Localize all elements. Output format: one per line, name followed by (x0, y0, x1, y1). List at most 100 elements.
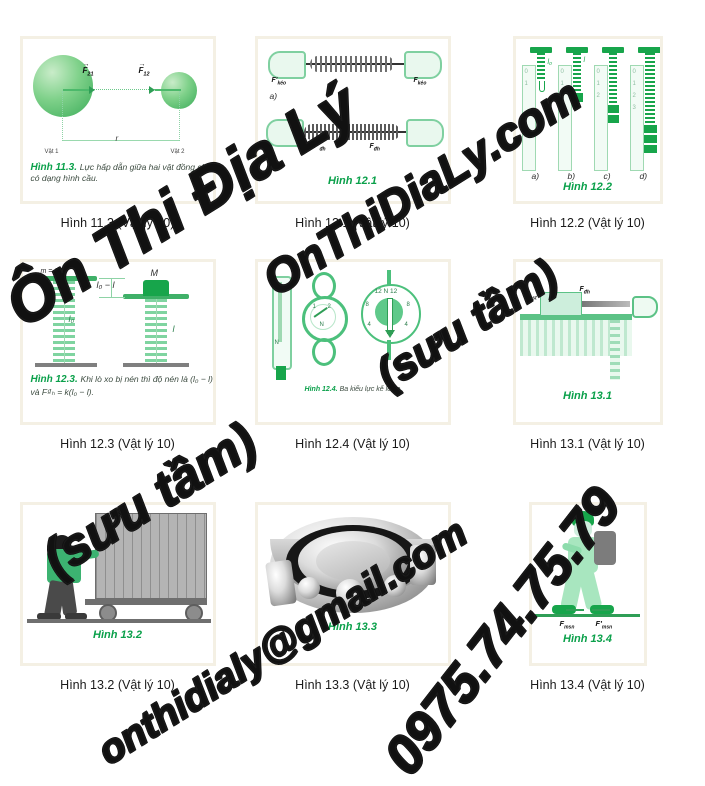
student-torso (567, 537, 598, 573)
figure-title-12-3-text: Hình 12.3. (30, 374, 78, 385)
hook-a (538, 81, 545, 92)
figure-title-13-3: Hình 13.3 (328, 621, 377, 633)
figure-title-13-1: Hình 13.1 (563, 390, 612, 402)
label-m: m = 0 (40, 268, 59, 275)
subfigure-a: 0 1 l₀ a) (521, 43, 558, 181)
ring-dial-num-1: 1 (312, 304, 316, 310)
figure-art-spring-stretch-set: 0 1 l₀ a) 0 1 l b) (516, 39, 660, 201)
figure-cell-hinh-11-3[interactable]: → F21 → F12 r Vật 1 Vật 2 Hình 11. (0, 0, 235, 241)
ground-right (122, 363, 189, 367)
force-axis-left (62, 89, 93, 91)
figure-caption-12-4-text: Ba kiểu lực kế lò xo (339, 386, 401, 393)
figure-title-13-2: Hình 13.2 (93, 629, 142, 641)
dial-num-left-8: 8 (365, 302, 369, 308)
plate-right (122, 294, 189, 299)
label-part-a-12-2: a) (531, 171, 540, 181)
label-f12-sub: 12 (143, 71, 150, 78)
ruler-d (629, 65, 644, 171)
ruler-c-num-2: 2 (596, 93, 600, 99)
figure-art-ball-bearing: Hình 13.3 (258, 505, 448, 663)
ground-13-2 (26, 619, 211, 623)
student-shoe-back (551, 605, 576, 614)
tube-dynamometer (271, 276, 292, 370)
bearing-ball-2 (297, 577, 320, 599)
caption-hinh-13-4: Hình 13.4 (Vật lý 10) (530, 678, 645, 692)
label-f-mst-symbol: F (523, 292, 528, 299)
ground-left (34, 363, 97, 367)
label-l0-a: l₀ (547, 59, 553, 66)
bearing-cutaway-right (409, 545, 436, 585)
figure-cell-hinh-13-3[interactable]: Hình 13.3 Hình 13.3 (Vật lý 10) (235, 482, 470, 722)
ring-dial-num-n: N (319, 322, 324, 328)
label-f-keo-left-sub: kéo (277, 80, 287, 87)
figure-cell-hinh-13-4[interactable]: Fmsn F'msn Hình 13.4 Hình 13.4 (Vật lý 1… (470, 482, 705, 722)
figure-art-gravity-spheres: → F21 → F12 r Vật 1 Vật 2 Hình 11. (23, 39, 213, 201)
hand-left-a (267, 51, 306, 79)
figure-panel-hinh-12-3: m = 0 l₀ M l l₀ − l Hình 12.3. Khi lò xo… (19, 259, 216, 425)
ring-bottom-hook (311, 338, 336, 366)
label-part-b: b) (269, 155, 278, 165)
label-f-dh-right-symbol: F (369, 143, 374, 150)
label-f12: → F12 (138, 61, 150, 78)
figure-cell-hinh-12-3[interactable]: m = 0 l₀ M l l₀ − l Hình 12.3. Khi lò xo… (0, 241, 235, 482)
tube-weight (275, 366, 286, 380)
figure-cell-hinh-12-1[interactable]: F'kéo Fkéo a) F'đh Fđh b) Hình 12.1 (235, 0, 470, 241)
bracket-a (529, 47, 552, 53)
distance-line (62, 140, 179, 142)
dial-needle (386, 298, 393, 334)
label-f21-sub: 21 (87, 71, 94, 78)
figure-panel-hinh-12-2: 0 1 l₀ a) 0 1 l b) (512, 36, 663, 204)
label-part-b-12-2: b) (567, 171, 576, 181)
label-M: M (150, 268, 159, 278)
bearing-cutaway-left (264, 559, 297, 607)
friction-arrow-left (565, 609, 584, 611)
label-f-msn-prime: F'msn (596, 619, 613, 631)
figure-panel-hinh-12-4: N 1 2 N 12 N 12 8 8 4 (254, 259, 451, 425)
dropline-left (62, 91, 63, 141)
ruler-a-num-1: 1 (524, 81, 528, 87)
figure-cell-hinh-12-4[interactable]: N 1 2 N 12 N 12 8 8 4 (235, 241, 470, 482)
figure-title-12-1: Hình 12.1 (328, 175, 377, 187)
caption-hinh-12-3: Hình 12.3 (Vật lý 10) (60, 437, 175, 451)
label-f-dh-left-sub: đh (319, 146, 326, 153)
tube-scale (277, 282, 282, 342)
dial-stem-bottom (386, 340, 391, 360)
ruler-b (557, 65, 572, 171)
label-f-keo-left: F'kéo (272, 77, 287, 86)
figure-art-man-pushing-cart: Hình 13.2 (23, 505, 213, 663)
label-f-keo-right-sub: kéo (417, 80, 427, 87)
label-f21: → F21 (82, 61, 94, 78)
label-f-dh-13-1-sub: đh (583, 289, 590, 296)
delta-top (98, 278, 125, 280)
subfigure-d: 0 1 2 3 d) (629, 43, 660, 181)
label-part-c-12-2: c) (603, 171, 611, 181)
bracket-d (637, 47, 660, 53)
cart-crate (94, 513, 207, 599)
label-f-mst-sub: mst (527, 295, 537, 302)
ground-13-4 (533, 614, 640, 617)
label-part-a: a) (269, 91, 278, 101)
figure-title-13-4: Hình 13.4 (563, 633, 612, 645)
label-object-1: Vật 1 (44, 149, 59, 155)
arrow-f21 (88, 85, 95, 94)
figure-cell-hinh-12-2[interactable]: 0 1 l₀ a) 0 1 l b) (470, 0, 705, 241)
figure-cell-hinh-13-1[interactable]: Fmst Fđh Hình 13.1 Hình 13.1 (Vật lý 10) (470, 241, 705, 482)
caption-hinh-12-1: Hình 12.1 (Vật lý 10) (295, 216, 410, 230)
weight-b (570, 93, 583, 102)
figure-title-12-4-text: Hình 12.4. (304, 386, 338, 393)
ruler-a-num-0: 0 (524, 69, 528, 75)
label-delta: l₀ − l (96, 280, 115, 290)
dial-num-right-8: 8 (406, 302, 410, 308)
caption-hinh-11-3: Hình 11.3 (Vật lý 10) (60, 216, 175, 230)
label-f21-symbol: F (82, 66, 88, 75)
figure-art-friction-table: Fmst Fđh Hình 13.1 (516, 262, 660, 422)
friction-block (539, 292, 582, 316)
axis-right (155, 299, 157, 363)
figure-panel-hinh-13-2: Hình 13.2 (19, 502, 216, 666)
figure-panel-hinh-13-4: Fmsn F'msn Hình 13.4 (528, 502, 647, 666)
figure-grid: → F21 → F12 r Vật 1 Vật 2 Hình 11. (0, 0, 705, 722)
label-l0: l₀ (68, 314, 75, 324)
figure-cell-hinh-13-2[interactable]: Hình 13.2 Hình 13.2 (Vật lý 10) (0, 482, 235, 722)
figure-art-walking-student: Fmsn F'msn Hình 13.4 (532, 505, 644, 663)
ruler-a (521, 65, 536, 171)
